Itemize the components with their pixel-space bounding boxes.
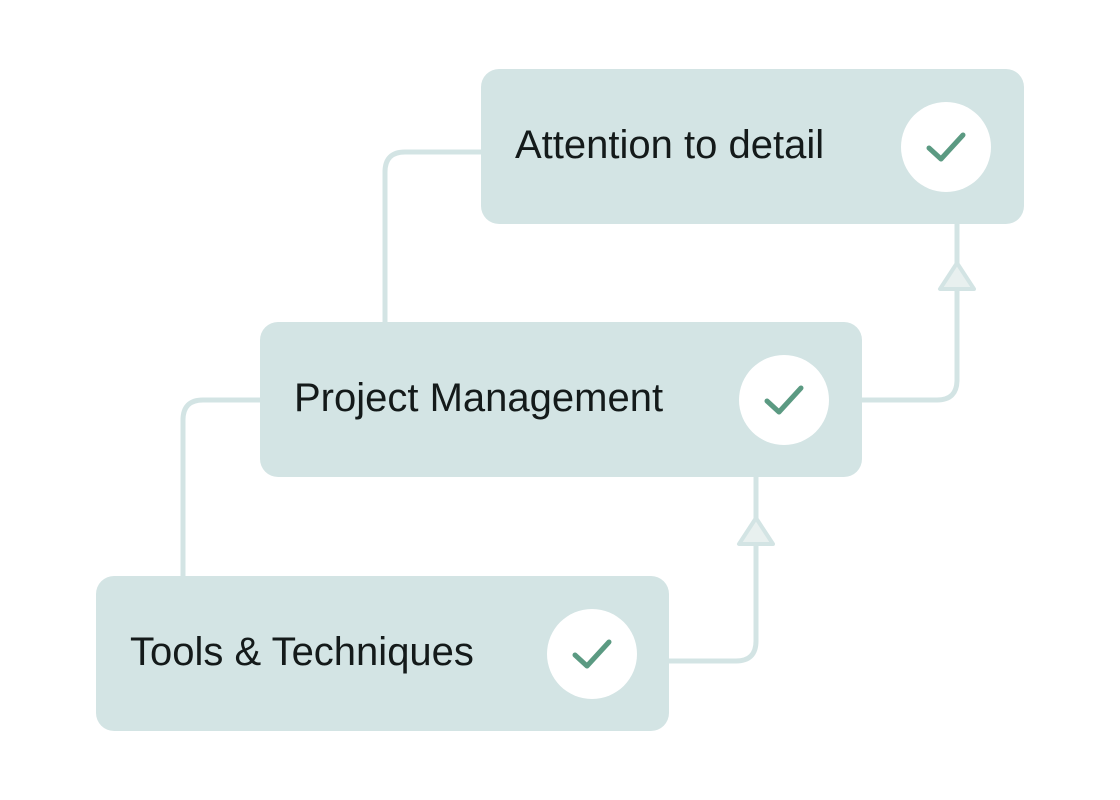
- node-tools-and-techniques: Tools & Techniques: [96, 576, 669, 731]
- node-attention-to-detail: Attention to detail: [481, 69, 1024, 224]
- check-badge: [901, 102, 991, 192]
- node-label: Tools & Techniques: [130, 630, 474, 674]
- arrowhead-project-to-attention: [938, 261, 976, 291]
- check-icon: [572, 639, 612, 669]
- check-icon: [926, 132, 966, 162]
- connector-tools-left: [180, 397, 260, 576]
- node-project-management: Project Management: [260, 322, 862, 477]
- connector-tools-to-project: [669, 477, 759, 664]
- check-badge: [547, 609, 637, 699]
- arrowhead-tools-to-project: [737, 516, 775, 546]
- node-label: Project Management: [294, 376, 664, 420]
- connector-project-to-attention: [862, 224, 960, 403]
- check-badge: [739, 355, 829, 445]
- check-icon: [764, 385, 804, 415]
- node-label: Attention to detail: [515, 123, 825, 167]
- connector-project-left: [382, 149, 481, 322]
